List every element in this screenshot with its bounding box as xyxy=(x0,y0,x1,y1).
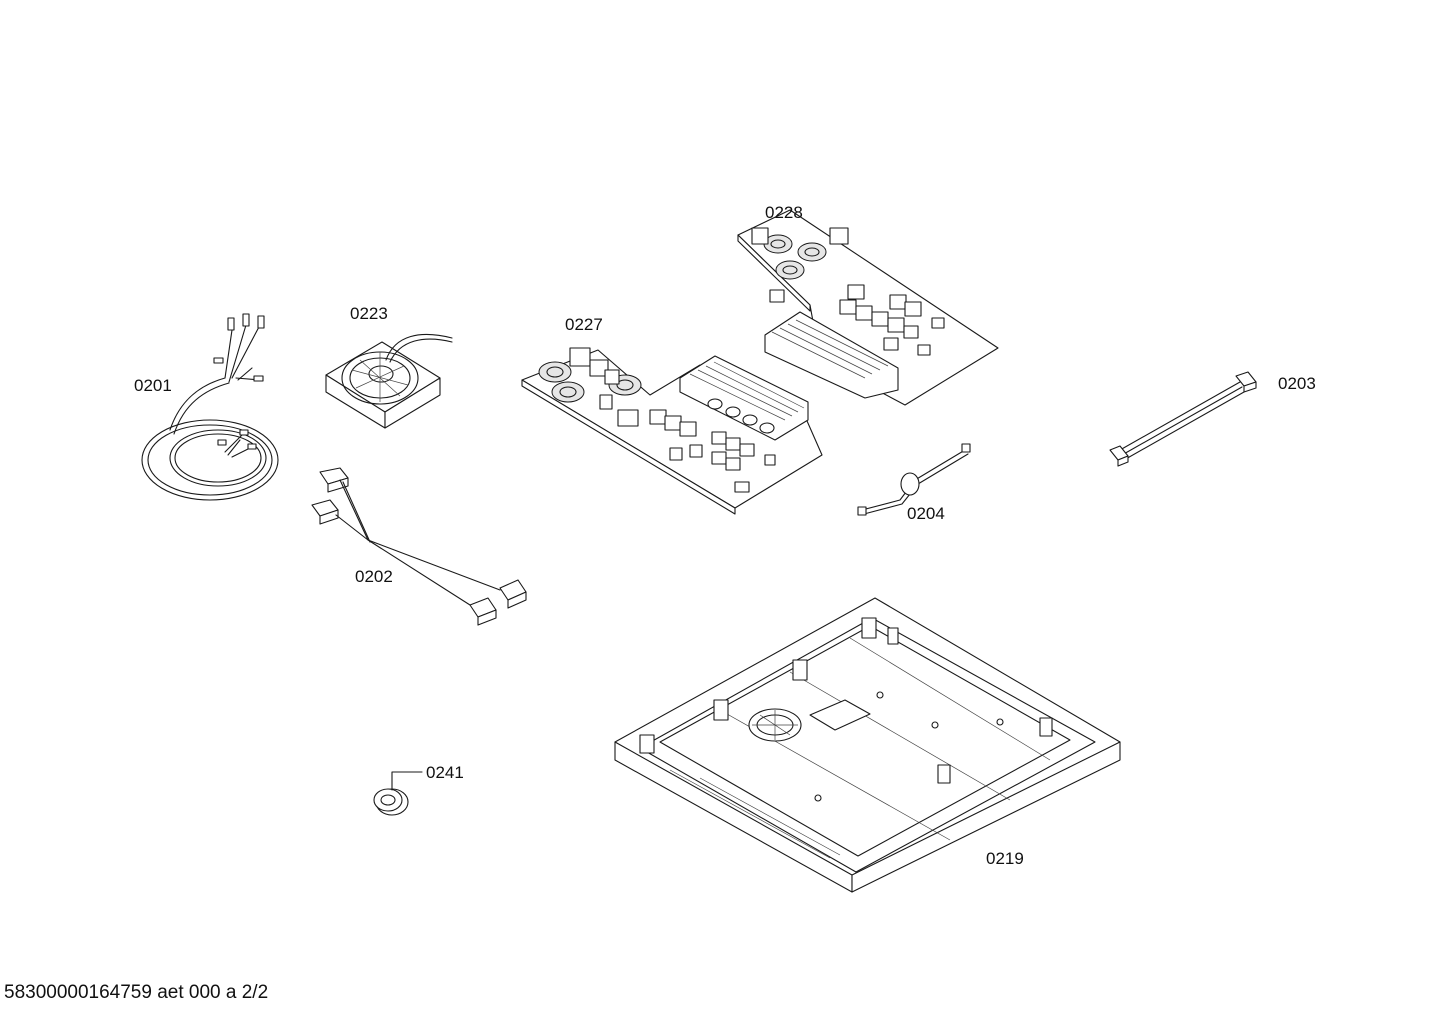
label-0227: 0227 xyxy=(565,315,603,334)
part-0203-ribbon-cable xyxy=(1109,371,1257,467)
label-0228: 0228 xyxy=(765,203,803,222)
document-footer-id: 58300000164759 aet 000 a 2/2 xyxy=(4,982,269,1003)
label-0223: 0223 xyxy=(350,304,388,323)
part-0227-power-board xyxy=(521,347,823,515)
leader-line-0241 xyxy=(391,771,423,791)
label-0241: 0241 xyxy=(426,763,464,782)
label-0202: 0202 xyxy=(355,567,393,586)
part-0223-cooling-fan xyxy=(325,333,453,429)
part-0219-bottom-housing xyxy=(614,597,1121,893)
label-0203: 0203 xyxy=(1278,374,1316,393)
part-0204-ferrite-cable xyxy=(857,443,971,516)
label-0201: 0201 xyxy=(134,376,172,395)
label-0204: 0204 xyxy=(907,504,945,523)
part-0228-control-board xyxy=(737,209,999,406)
label-0219: 0219 xyxy=(986,849,1024,868)
part-0201-power-cable xyxy=(141,313,279,501)
part-0241-ring xyxy=(373,788,409,816)
part-0202-wire-harness xyxy=(311,467,527,626)
